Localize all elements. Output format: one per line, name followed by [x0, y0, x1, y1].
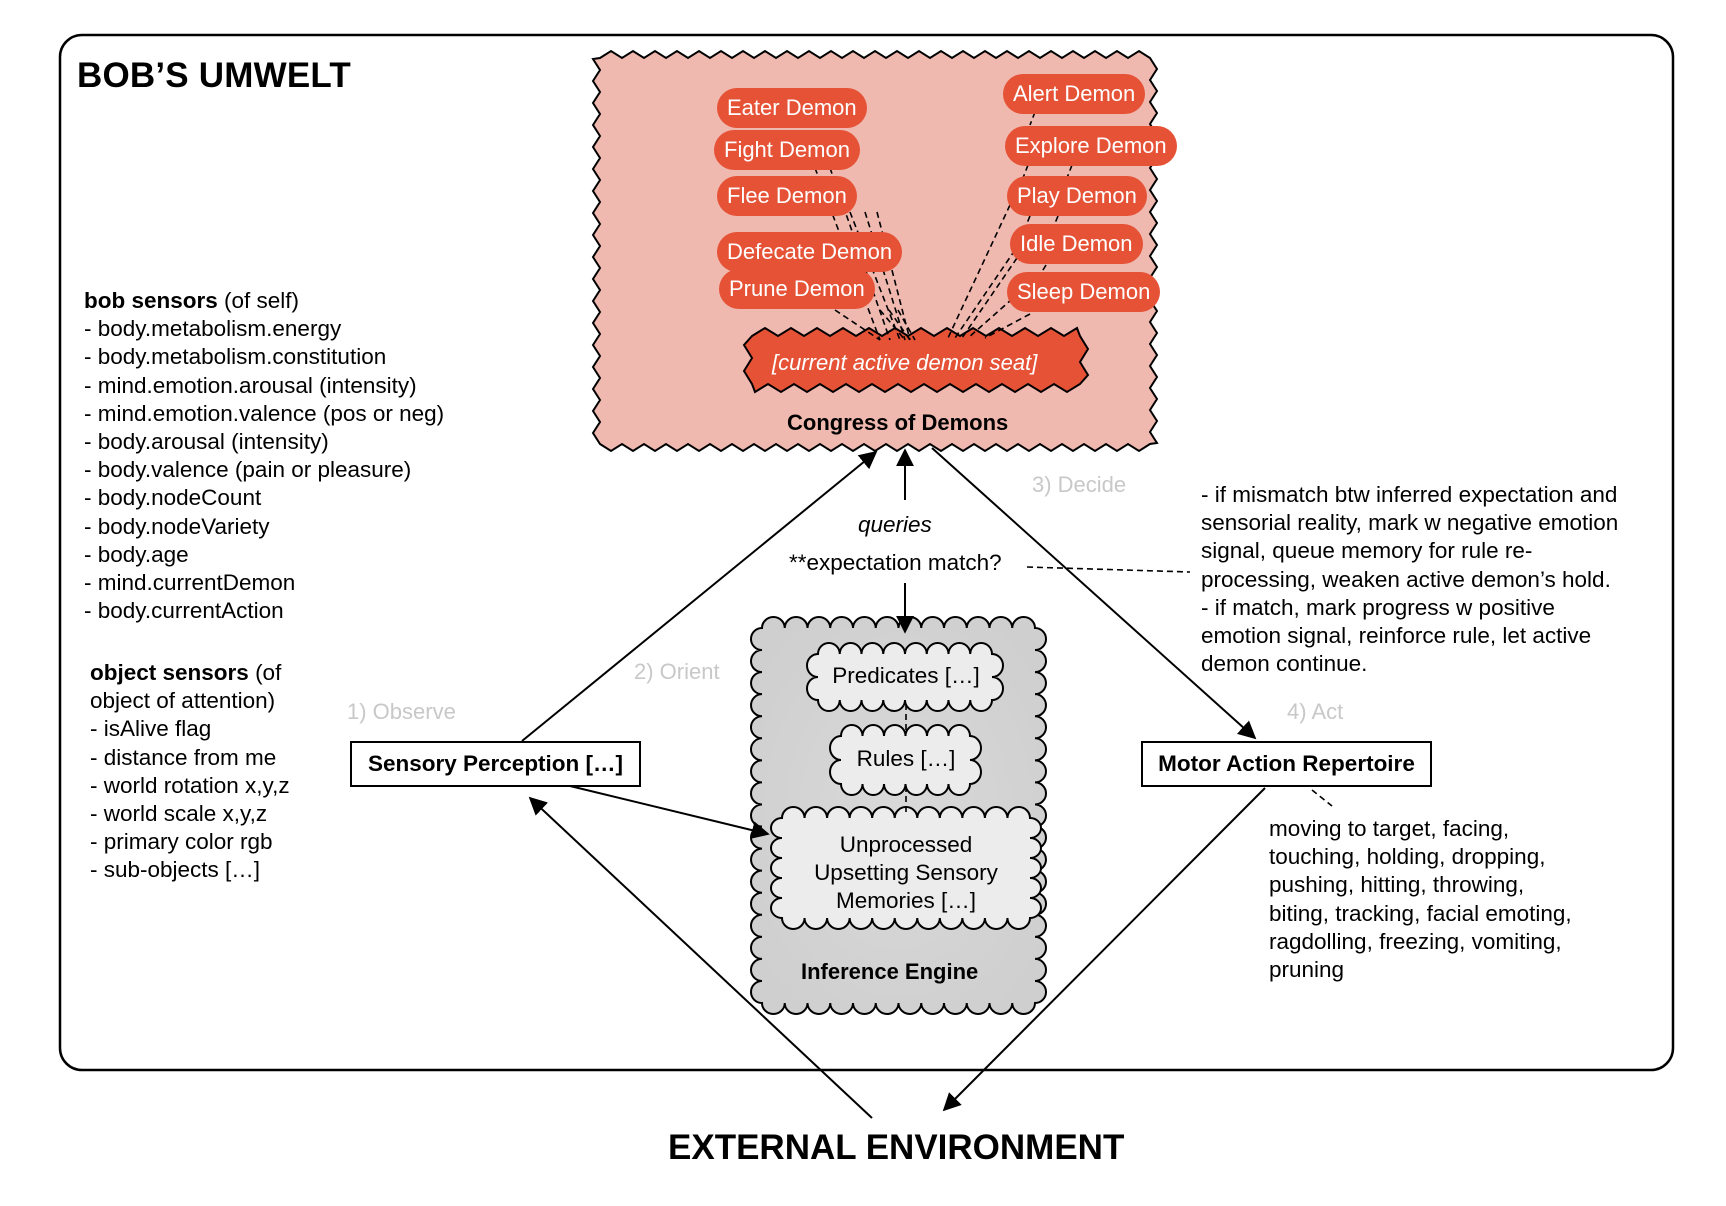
decide-note-line: demon continue.: [1201, 651, 1368, 677]
bob-sensor-item: - body.nodeCount: [84, 485, 262, 511]
step-orient: 2) Orient: [634, 659, 720, 684]
external-environment-label: EXTERNAL ENVIRONMENT: [668, 1128, 1125, 1167]
decide-note-line: processing, weaken active demon’s hold.: [1201, 566, 1611, 592]
motor-action-line: touching, holding, dropping,: [1269, 844, 1546, 870]
step-decide: 3) Decide: [1032, 472, 1127, 497]
arrow-orient: [521, 450, 878, 742]
demon-pill-fight[interactable]: Fight Demon: [714, 130, 860, 170]
object-sensor-item: - primary color rgb: [90, 829, 273, 855]
rules-cloud: [829, 724, 982, 796]
bob-sensor-item: - body.valence (pain or pleasure): [84, 457, 412, 483]
memories-cloud: [770, 806, 1042, 930]
decide-note-line: sensorial reality, mark w negative emoti…: [1201, 510, 1619, 536]
motor-actions-list: moving to target, facing, touching, holdi…: [1269, 815, 1669, 984]
queries-label: queries: [858, 512, 932, 537]
motor-list-link: [1311, 789, 1333, 807]
demon-pill-alert[interactable]: Alert Demon: [1003, 74, 1146, 114]
bob-sensor-item: - body.currentAction: [84, 598, 284, 624]
expectation-note-link: [1026, 566, 1191, 573]
rules-label: Rules […]: [856, 746, 956, 771]
predicates-cloud: [806, 642, 1004, 712]
predicates-label: Predicates […]: [832, 663, 980, 688]
sensory-perception-node[interactable]: Sensory Perception […]: [350, 741, 641, 787]
motor-action-line: pruning: [1269, 957, 1345, 983]
active-demon-seat: [current active demon seat]: [772, 350, 1038, 375]
step-act: 4) Act: [1287, 699, 1344, 724]
object-sensors-list: object sensors (of object of attention) …: [90, 659, 290, 885]
bob-sensor-item: - mind.currentDemon: [84, 570, 296, 596]
bob-sensor-item: - mind.emotion.arousal (intensity): [84, 372, 417, 398]
object-sensors-subheading: object of attention): [90, 688, 276, 714]
demon-pill-prune[interactable]: Prune Demon: [719, 269, 875, 309]
motor-action-repertoire-node[interactable]: Motor Action Repertoire: [1141, 741, 1432, 787]
bob-sensor-item: - body.arousal (intensity): [84, 429, 329, 455]
flow-arrows: [521, 447, 1266, 1119]
page-title: BOB’S UMWELT: [77, 56, 351, 95]
object-sensors-heading: object sensors (of: [90, 660, 282, 685]
demon-pill-explore[interactable]: Explore Demon: [1005, 126, 1177, 166]
bob-sensor-item: - mind.emotion.valence (pos or neg): [84, 400, 445, 426]
bob-sensor-item: - body.metabolism.energy: [84, 316, 342, 342]
step-observe: 1) Observe: [347, 699, 456, 724]
demon-pill-sleep[interactable]: Sleep Demon: [1007, 272, 1161, 312]
decide-note-line: signal, queue memory for rule re-: [1201, 538, 1533, 564]
demon-pill-idle[interactable]: Idle Demon: [1010, 224, 1143, 264]
bob-sensors-heading: bob sensors (of self): [84, 288, 300, 313]
object-sensor-item: - distance from me: [90, 744, 277, 770]
bob-sensor-item: - body.nodeVariety: [84, 513, 270, 539]
demon-pill-defecate[interactable]: Defecate Demon: [717, 232, 903, 272]
decide-note: - if mismatch btw inferred expectation a…: [1201, 481, 1671, 678]
arrow-decide: [931, 447, 1257, 740]
memories-line: Upsetting Sensory: [814, 860, 998, 885]
congress-label: Congress of Demons: [787, 410, 1009, 435]
demon-pill-flee[interactable]: Flee Demon: [717, 176, 857, 216]
motor-action-line: biting, tracking, facial emoting,: [1269, 900, 1572, 926]
dashed-links: [905, 566, 1333, 813]
bob-sensors-list: bob sensors (of self) - body.metabolism.…: [84, 287, 444, 625]
object-sensor-item: - world scale x,y,z: [90, 801, 268, 827]
demon-pill-play[interactable]: Play Demon: [1007, 176, 1147, 216]
decide-note-line: emotion signal, reinforce rule, let acti…: [1201, 623, 1592, 649]
arrow-to-memories: [569, 785, 770, 839]
decide-note-line: - if mismatch btw inferred expectation a…: [1201, 482, 1618, 507]
demon-pill-eater[interactable]: Eater Demon: [717, 88, 867, 128]
arrow-act: [942, 787, 1266, 1112]
inference-engine-label: Inference Engine: [801, 959, 979, 984]
bob-sensor-item: - body.age: [84, 541, 189, 567]
expectation-match-label: **expectation match?: [789, 550, 1002, 575]
memories-line: Memories […]: [835, 888, 977, 913]
motor-action-line: pushing, hitting, throwing,: [1269, 872, 1525, 898]
object-sensor-item: - world rotation x,y,z: [90, 772, 290, 798]
demon-seat-shape: [742, 326, 1090, 394]
motor-action-line: moving to target, facing,: [1269, 816, 1510, 841]
bob-sensor-item: - body.metabolism.constitution: [84, 344, 387, 370]
umwelt-frame: [58, 33, 1675, 1072]
object-sensor-item: - isAlive flag: [90, 716, 212, 742]
object-sensor-item: - sub-objects […]: [90, 857, 261, 883]
motor-action-line: ragdolling, freezing, vomiting,: [1269, 928, 1562, 954]
decide-note-line: - if match, mark progress w positive: [1201, 594, 1555, 620]
arrow-observe: [528, 796, 873, 1119]
memories-line: Unprocessed: [839, 832, 973, 857]
